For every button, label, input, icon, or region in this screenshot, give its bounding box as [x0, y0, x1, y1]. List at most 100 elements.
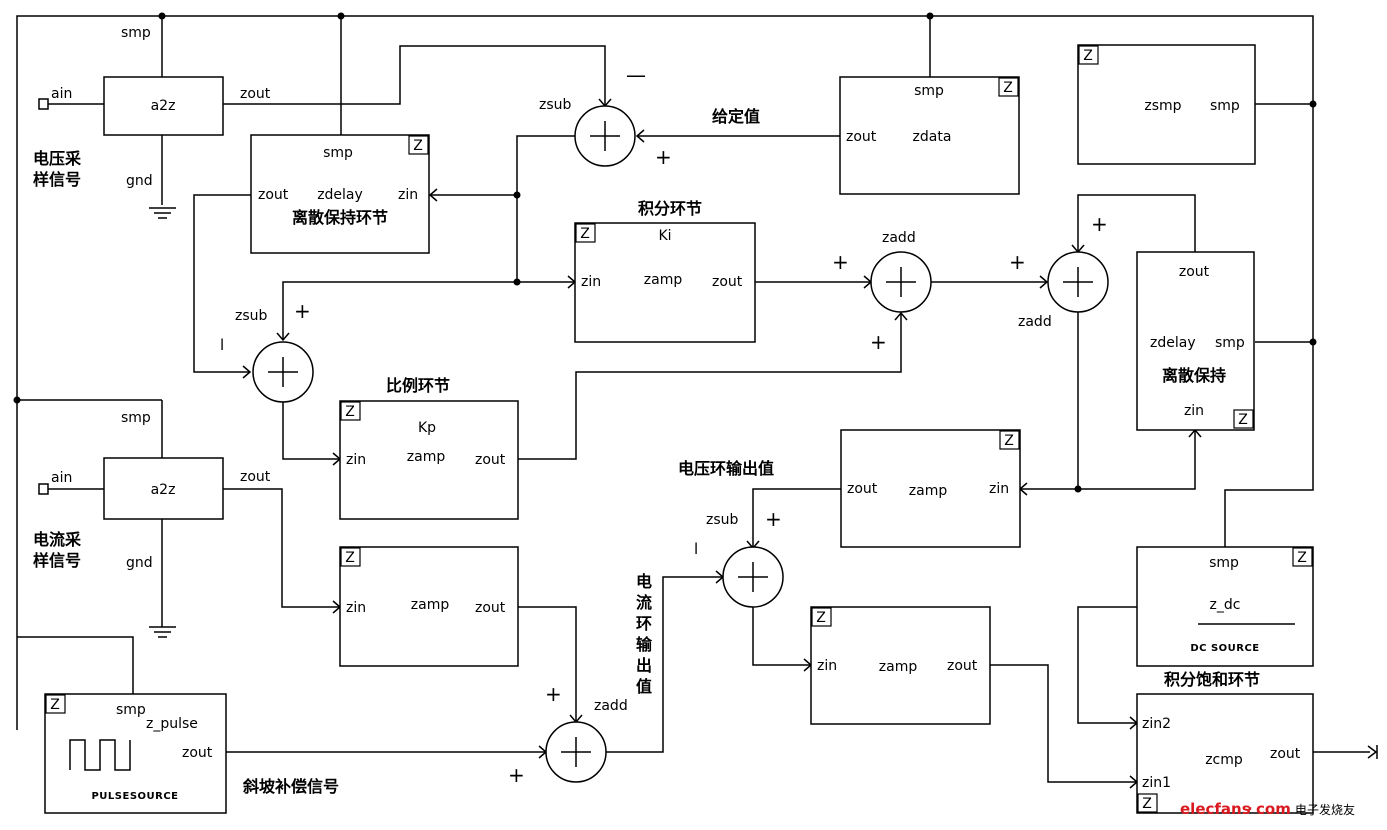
sign-plus: +: [508, 763, 525, 787]
block-name: zdata: [913, 129, 952, 145]
z-badge-label: Z: [1003, 80, 1013, 96]
amp-vout-block[interactable]: [840, 429, 1021, 548]
port-zout: zout: [846, 129, 877, 145]
voltage-loop-output-label: 电压环输出值: [678, 459, 774, 478]
zcmp-block[interactable]: [1136, 693, 1314, 814]
block-name: zdelay: [317, 187, 363, 203]
block-name: z_pulse: [146, 716, 198, 732]
watermark-cn: 电子发烧友: [1295, 802, 1355, 817]
zsmp-block[interactable]: [1077, 44, 1256, 165]
zdc-block[interactable]: [1136, 546, 1314, 667]
summer-name: zadd: [882, 230, 916, 246]
port-zin1: zin1: [1142, 775, 1171, 791]
arrow-icon: [242, 365, 252, 379]
summer-name: zsub: [706, 512, 739, 528]
block-name: zsmp: [1144, 98, 1181, 114]
gain-label: Ki: [658, 228, 671, 244]
block-name: a2z: [151, 482, 176, 498]
sign-plus: +: [294, 299, 311, 323]
output-terminal-icon: [1367, 745, 1378, 759]
z-badge-label: Z: [1004, 433, 1014, 449]
wire: [1077, 606, 1137, 724]
port-ain: ain: [51, 470, 72, 486]
pulse-waveform-icon: [69, 739, 131, 771]
wire: [282, 281, 517, 340]
wire: [990, 664, 1137, 783]
integral-saturation-label: 积分饱和环节: [1164, 670, 1260, 689]
summer-name: zadd: [1018, 314, 1052, 330]
sign-plus: +: [545, 682, 562, 706]
z-badge-label: Z: [345, 550, 355, 566]
wire: [752, 488, 841, 548]
port-zout: zout: [182, 745, 213, 761]
port-zin: zin: [398, 187, 418, 203]
gain-label: Kp: [418, 420, 436, 436]
z-badge-label: Z: [1142, 796, 1152, 812]
port-zout: zout: [1179, 264, 1210, 280]
pulse-block[interactable]: [44, 693, 227, 814]
arrow-icon: [894, 311, 908, 321]
z-badge-label: Z: [50, 697, 60, 713]
ground-icon: [149, 207, 176, 219]
a2z-voltage-block[interactable]: [103, 76, 224, 136]
port-zout: zout: [475, 452, 506, 468]
port-zout: zout: [475, 600, 506, 616]
port-zin: zin: [346, 452, 366, 468]
junction-dot: [158, 12, 166, 20]
port-gnd: gnd: [126, 173, 153, 189]
wire: [606, 576, 723, 753]
port-zout: zout: [1270, 746, 1301, 762]
a2z-current-block[interactable]: [103, 457, 224, 520]
zadd-1-summer: [870, 251, 932, 313]
port-smp: smp: [323, 145, 353, 161]
wire: [518, 606, 577, 722]
current-loop-output-label: 出: [636, 656, 652, 675]
sign-minus: l: [220, 336, 224, 354]
ki-amp-block[interactable]: [574, 222, 756, 343]
zdelay-top-block[interactable]: [250, 134, 430, 254]
current-sample-label: 样信号: [33, 551, 81, 570]
watermark: elecfans · com 电子发烧友: [1180, 800, 1355, 818]
port-smp: smp: [1210, 98, 1240, 114]
port-smp: smp: [914, 83, 944, 99]
port-zin: zin: [1184, 403, 1204, 419]
zadd-ramp-summer: [545, 721, 607, 783]
arrow-icon: [635, 129, 645, 143]
arrow-icon: [428, 188, 438, 202]
wire: [518, 313, 902, 460]
port-ain: ain: [51, 86, 72, 102]
port-zout: zout: [240, 86, 271, 102]
pulse-source-caption: PULSESOURCE: [91, 791, 178, 802]
zdata-block[interactable]: [839, 76, 1020, 195]
block-name: zamp: [644, 272, 683, 288]
smp-bus-wire: [16, 15, 1314, 730]
wire: [17, 636, 134, 694]
dc-source-caption: DC SOURCE: [1190, 643, 1259, 654]
junction-dot: [1074, 485, 1082, 493]
block-name: zamp: [407, 449, 446, 465]
current-sample-label: 电流采: [33, 530, 81, 549]
port-zout: zout: [712, 274, 743, 290]
summer-name: zsub: [235, 308, 268, 324]
current-loop-output-label: 流: [636, 593, 652, 612]
setpoint-label: 给定值: [712, 107, 760, 126]
block-name: zdelay: [1150, 335, 1196, 351]
junction-dot: [513, 191, 521, 199]
kp-amp-block[interactable]: [339, 400, 519, 520]
block-name: a2z: [151, 98, 176, 114]
z-badge-label: Z: [1297, 550, 1307, 566]
zdelay-right-caption: 离散保持: [1162, 366, 1226, 385]
sign-plus: +: [870, 330, 887, 354]
junction-dot: [1309, 338, 1317, 346]
port-smp: smp: [116, 702, 146, 718]
wire: [1077, 194, 1196, 252]
voltage-sample-label: 样信号: [33, 170, 81, 189]
port-zout: zout: [258, 187, 289, 203]
amp-i-block[interactable]: [339, 546, 519, 667]
junction-dot: [1309, 100, 1317, 108]
z-badge-label: Z: [1238, 412, 1248, 428]
summer-name: zadd: [594, 698, 628, 714]
amp-cur-block[interactable]: [810, 606, 991, 725]
zdelay-right-block[interactable]: [1136, 251, 1255, 431]
